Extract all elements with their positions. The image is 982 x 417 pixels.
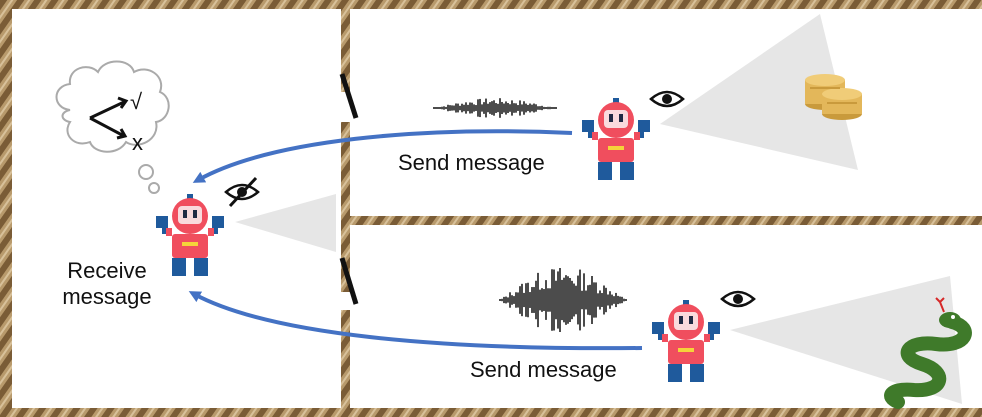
send-message-label-bottom: Send message: [470, 357, 617, 382]
view-cone-top: [660, 14, 858, 170]
thought-cross: x: [132, 130, 143, 155]
view-cone-bottom: [730, 276, 962, 404]
message-arrow-bottom: [188, 291, 643, 351]
message-arrow-top: [192, 129, 573, 183]
door-top: [339, 73, 359, 119]
door-bottom: [339, 257, 359, 305]
coins-icon: [805, 74, 862, 120]
snake-icon: [884, 297, 972, 409]
thought-check: √: [130, 89, 143, 114]
send-message-label-top: Send message: [398, 150, 545, 175]
thought-bubble-icon: √ x: [55, 60, 170, 194]
soundwave-icon-top: [433, 98, 557, 118]
soundwave-icon-bottom: [499, 267, 627, 333]
eye-slash-icon: [224, 176, 260, 208]
wall-gap-bottom: [339, 292, 352, 310]
eye-icon-bottom: [720, 290, 756, 308]
receive-message-label: Receive message: [62, 258, 152, 309]
view-cone-receiver: [235, 194, 336, 252]
robot-icon-sender-bottom: [652, 300, 720, 382]
robot-icon-sender-top: [582, 98, 650, 180]
eye-icon-top: [649, 90, 685, 108]
